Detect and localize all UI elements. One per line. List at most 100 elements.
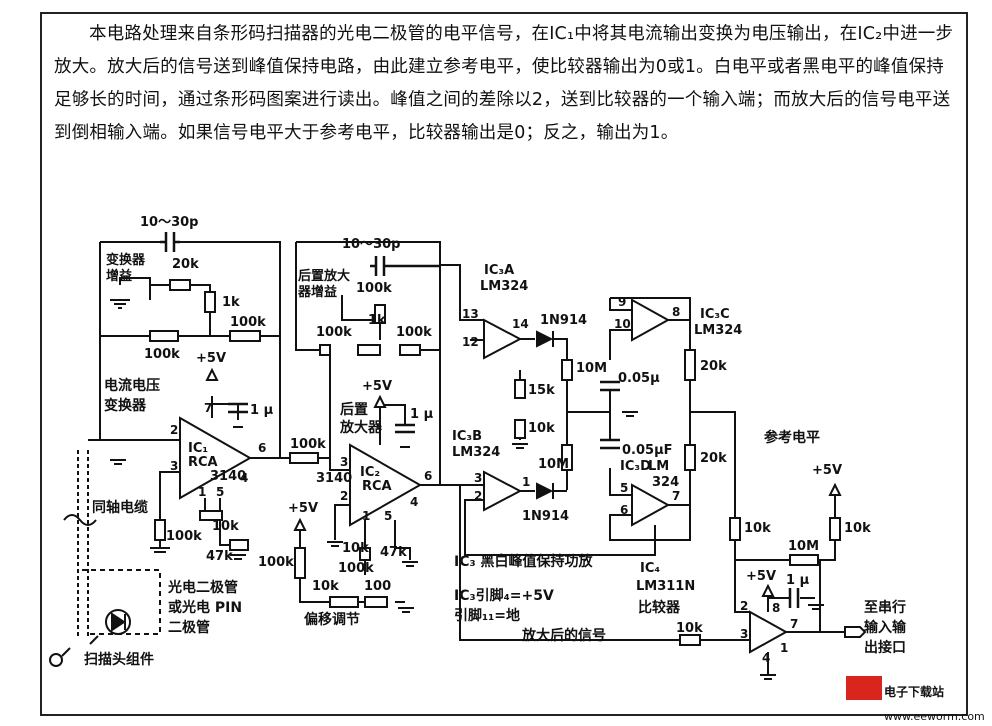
pin-12: 12 [462,335,479,349]
resistor-20k-a [684,349,696,381]
resistor-10k-g [679,634,701,646]
watermark: 电子下载站 www.eeworm.com [846,676,985,723]
pin-8: 8 [672,305,680,319]
pin-2b: 2 [340,489,348,503]
resistor-100k-g [294,547,306,579]
label-plus5v-d: +5V [812,463,842,478]
label-scan-head: 扫描头组件 [84,651,154,668]
label-post-amp-2: 放大器 [339,419,383,436]
resistor-10k-b [329,596,359,608]
resistor-10M-a [561,359,573,381]
label-plus5v-a: +5V [196,351,226,366]
resistor-15k [514,379,526,399]
label-cap-005-b: 0.05μF [622,443,673,458]
label-ic3d-a: IC₃D [620,459,651,474]
label-ic1-c: 3140 [210,469,246,484]
label-post-amp-gain-2: 器增益 [297,284,337,300]
resistor-20k-pot [169,279,191,291]
label-r-10M-c: 10M [788,539,819,554]
ic3b-opamp [483,470,523,512]
pin-3b: 3 [340,455,348,469]
label-r-100k-b: 100k [230,315,266,330]
pin-5a: 5 [216,485,224,499]
capacitor-1u-c [788,588,800,608]
pin-1a: 1 [198,485,206,499]
label-serial-out-1: 至串行 [864,599,906,616]
label-r-20k-top: 20k [172,257,199,272]
pin-3a: 3 [170,459,178,473]
pin-6a: 6 [258,441,266,455]
label-offset-adj: 偏移调节 [304,611,360,628]
label-converter-gain-2: 增益 [106,268,132,284]
resistor-10k-e [729,517,741,541]
label-cap-1u-c: 1 μ [786,573,810,588]
pin-4d: 4 [762,651,770,665]
label-ic3d-b: LM [648,459,669,474]
resistor-100k-b [229,330,261,342]
label-r-15k: 15k [528,383,555,398]
pin-2a: 2 [170,423,178,437]
diode-1n914-b [536,482,554,500]
label-r-10k-d: 10k [528,421,555,436]
label-cap-top2: 10～30p [342,237,401,252]
pin-4a: 4 [240,471,248,485]
resistor-10M-b [561,444,573,471]
label-ic4-b: LM311N [636,579,695,594]
label-r-10k-a: 10k [212,519,239,534]
label-cap-005-a: 0.05μ [618,371,660,386]
resistor-100k-h [359,547,371,561]
label-r-10M-a: 10M [576,361,607,376]
label-plus5v-b: +5V [362,379,392,394]
label-r-10k-e: 10k [744,521,771,536]
resistor-100k-f [319,344,331,356]
label-r-100k-c: 100k [166,529,202,544]
label-ic3c-b: LM324 [694,323,742,338]
label-converter-title-1: 电流电压 [104,377,160,394]
label-photodiode-2: 或光电 PIN [168,599,242,616]
capacitor-1u-a [228,402,248,414]
label-converter-title-2: 变换器 [104,397,147,414]
pin-3d: 3 [740,627,748,641]
label-ic2-c: 3140 [316,471,352,486]
capacitor-005-a [600,380,620,392]
label-r-100k-mid: 100k [290,437,326,452]
resistor-47k-a [229,539,249,551]
label-photodiode-3: 二极管 [168,619,210,636]
description-paragraph: 本电路处理来自条形码扫描器的光电二极管的电平信号，在IC₁中将其电流输出变换为电… [54,24,954,143]
resistor-10k-d [514,419,526,439]
pin-10: 10 [614,317,631,331]
resistor-10M-c [789,554,819,566]
label-ic2-a: IC₂ [360,465,380,480]
label-r-100k-d: 100k [356,281,392,296]
capacitor-005-b [600,438,620,450]
resistor-100k-d [357,344,381,356]
pin-2d: 2 [740,599,748,613]
label-peak-hold: IC₃ 黑白峰值保持功放 [454,553,593,570]
resistor-100-a [364,596,388,608]
resistor-20k-b [684,444,696,471]
label-r-100k-a: 100k [144,347,180,362]
resistor-10k-f [829,517,841,541]
pin-9: 9 [618,295,626,309]
label-ic1-b: RCA [188,455,218,470]
label-ic3b-a: IC₃B [452,429,482,444]
ic1-opamp [179,416,253,500]
label-r-1k: 1k [222,295,240,310]
label-ic3a-a: IC₃A [484,263,514,278]
diode-1n914-a [536,330,554,348]
label-r-10M-b: 10M [538,457,569,472]
label-ic3c-a: IC₃C [700,307,730,322]
pin-4b: 4 [410,495,418,509]
label-ref-level: 参考电平 [764,429,820,446]
resistor-1k-b [374,304,386,324]
label-cap-1u-b: 1 μ [410,407,434,422]
label-cap-top1: 10～30p [140,215,199,230]
description-text: 本电路处理来自条形码扫描器的光电二极管的电平信号，在IC₁中将其电流输出变换为电… [54,18,954,150]
label-post-amp-gain-1: 后置放大 [298,268,350,284]
label-pin-note-1: IC₃引脚₄=+5V [454,588,554,604]
label-converter-gain-1: 变换器 [106,252,146,268]
label-r-47k-b: 47k [380,545,407,560]
label-ic2-b: RCA [362,479,392,494]
watermark-url: www.eeworm.com [884,710,985,723]
output-connector [844,626,867,638]
